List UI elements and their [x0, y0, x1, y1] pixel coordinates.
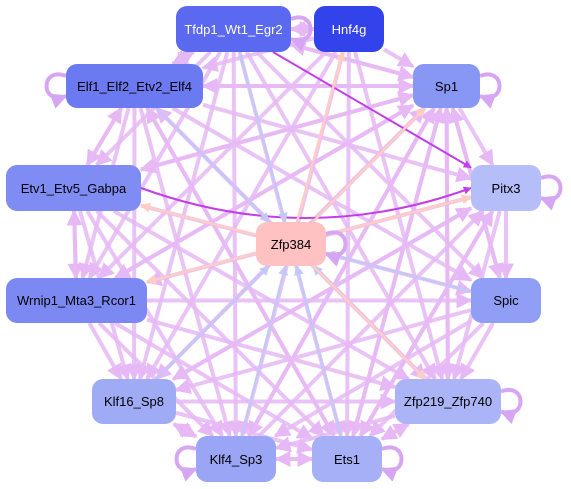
edge-zfp384-to-hnf4g [295, 51, 346, 223]
edge-zfp384-to-zfp219 [312, 265, 427, 380]
self-loop-tfdp1 [289, 15, 313, 52]
edge-hnf4g-to-ets1 [339, 51, 356, 438]
edge-tfdp1-to-klf4 [227, 51, 244, 438]
edge-klf16-to-pitx3 [172, 206, 473, 381]
node-klf4-sp3[interactable]: Klf4_Sp3 [196, 436, 276, 482]
edge-elf1-to-tfdp1 [171, 50, 195, 67]
node-label: Spic [493, 293, 519, 308]
edge-elf1-to-zfp384 [155, 107, 271, 223]
edge-sp1-to-pitx3 [457, 106, 495, 167]
node-zfp219-zfp740[interactable]: Zfp219_Zfp740 [395, 379, 501, 424]
self-loop-zfp384 [324, 230, 348, 267]
edge-tfdp1-to-pitx3 [272, 51, 472, 169]
node-label: Klf4_Sp3 [209, 451, 263, 467]
node-label: Hnf4g [331, 21, 367, 37]
edge-zfp384-to-sp1 [311, 107, 426, 223]
node-label: Sp1 [434, 78, 459, 94]
node-zfp384[interactable]: Zfp384 [256, 222, 326, 266]
edge-zfp384-to-wrnip1 [146, 252, 257, 285]
node-label: Wrnip1_Mta3_Rcor1 [17, 293, 136, 308]
edge-etv1-to-zfp219 [112, 209, 410, 381]
edge-zfp384-to-pitx3 [325, 194, 472, 237]
edge-wrnip1-to-zfp219 [146, 317, 397, 392]
self-loop-zfp219 [499, 387, 523, 425]
edge-tfdp1-to-zfp384 [238, 51, 288, 223]
node-label: Tfdp1_Wt1_Egr2 [184, 21, 283, 37]
node-pitx3[interactable]: Pitx3 [471, 165, 541, 211]
node-hnf4g[interactable]: Hnf4g [314, 6, 384, 52]
edge-spic-to-klf16 [174, 308, 472, 395]
self-loop-pitx3 [539, 174, 563, 211]
edge-ets1-to-zfp384 [294, 265, 343, 437]
edge-spic-to-zfp219 [459, 322, 495, 381]
edge-ets1-to-pitx3 [358, 209, 495, 438]
edge-spic-to-zfp384 [325, 250, 472, 293]
self-loop-klf4 [174, 445, 198, 482]
edge-zfp219-to-klf4 [274, 413, 396, 453]
edge-ets1-to-elf1 [145, 106, 336, 437]
node-label: Zfp384 [270, 236, 312, 252]
self-loop-elf1 [44, 72, 68, 109]
edge-zfp219-to-sp1 [438, 106, 455, 380]
node-label: Elf1_Elf2_Etv2_Elf4 [77, 78, 192, 94]
edge-klf4-to-sp1 [247, 106, 436, 437]
edge-klf16-to-zfp384 [155, 265, 270, 380]
node-label: Klf16_Sp8 [104, 394, 164, 409]
node-ets1[interactable]: Ets1 [312, 436, 382, 482]
edge-wrnip1-to-sp1 [114, 103, 415, 280]
node-etv1-etv5-gabpa[interactable]: Etv1_Etv5_Gabpa [6, 165, 141, 211]
edge-elf1-to-spic [171, 106, 473, 283]
edge-spic-to-klf4 [273, 319, 473, 438]
edge-wrnip1-to-etv1 [66, 209, 83, 279]
node-wrnip1-mta3-rcor1[interactable]: Wrnip1_Mta3_Rcor1 [6, 278, 147, 323]
edge-wrnip1-to-klf16 [87, 322, 123, 381]
node-tfdp1-wt1-egr2[interactable]: Tfdp1_Wt1_Egr2 [176, 6, 291, 52]
edge-zfp384-to-etv1 [140, 202, 257, 237]
node-elf1-elf2-etv2-elf4[interactable]: Elf1_Elf2_Etv2_Elf4 [66, 64, 203, 108]
edge-klf4-to-zfp384 [240, 265, 288, 437]
node-klf16-sp8[interactable]: Klf16_Sp8 [92, 379, 176, 424]
edge-hnf4g-to-sp1 [382, 47, 415, 69]
node-label: Etv1_Etv5_Gabpa [20, 180, 127, 196]
node-label: Pitx3 [491, 180, 521, 196]
edge-etv1-to-pitx3 [140, 186, 472, 219]
edge-etv1-to-elf1 [85, 106, 124, 167]
node-label: Ets1 [333, 451, 360, 467]
self-loop-ets1 [380, 445, 404, 482]
edge-sp1-to-tfdp1 [289, 40, 414, 79]
edge-klf4-to-klf16 [172, 422, 197, 439]
self-loop-sp1 [478, 72, 502, 109]
edge-tfdp1-to-zfp219 [245, 51, 437, 381]
node-spic[interactable]: Spic [471, 278, 541, 323]
edge-ets1-to-zfp219 [381, 422, 410, 441]
node-label: Zfp219_Zfp740 [403, 394, 493, 409]
node-sp1[interactable]: Sp1 [413, 64, 480, 108]
edge-hnf4g-to-klf16 [145, 51, 338, 381]
